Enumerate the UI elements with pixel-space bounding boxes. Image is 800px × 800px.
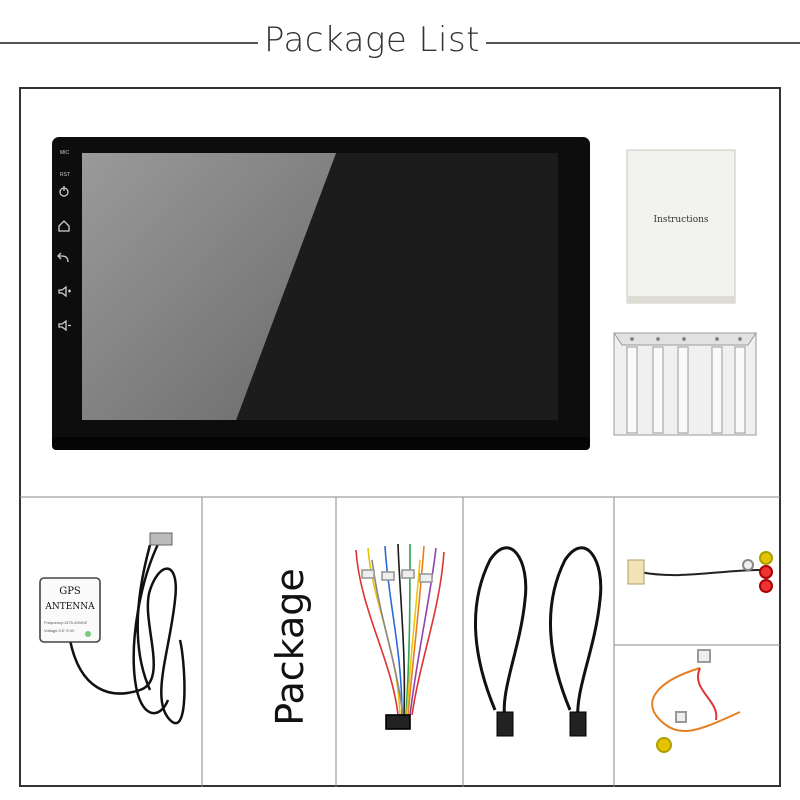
package-vertical-label: Package [268,568,312,726]
wiring-harness [355,543,445,730]
camera-cable [651,649,741,753]
head-unit-bottom-edge [52,437,590,450]
side-label-rst: RST [60,172,70,178]
mounting-bracket [613,332,757,436]
back-icon [57,252,69,263]
title-rule-left [0,42,258,44]
bottom-grid [20,496,780,787]
booklet-label: Instructions [653,215,709,225]
gps-antenna [68,532,186,725]
instruction-booklet [626,149,736,304]
package-frame [19,87,781,787]
usb-cables [474,546,603,737]
title-rule-right [486,42,800,44]
side-buttons [57,186,71,332]
gps-label-line2: ANTENNA [45,602,95,612]
gps-spec-frequency: Frequency:1575.42MHZ [44,620,88,625]
side-label-mic: MIC [60,150,70,156]
volume-down-icon [58,319,71,332]
screen-glare-grad [82,153,336,420]
page-title: Package List [264,20,480,60]
rca-cable [627,551,773,593]
volume-up-icon [58,285,71,298]
home-icon [58,220,70,232]
gps-indicator [85,631,91,637]
gps-spec-voltage: Voltage:3.0~5.0V [44,628,75,633]
gps-module [39,577,101,643]
head-unit [52,137,590,450]
gps-label-line1: GPS [59,586,81,597]
